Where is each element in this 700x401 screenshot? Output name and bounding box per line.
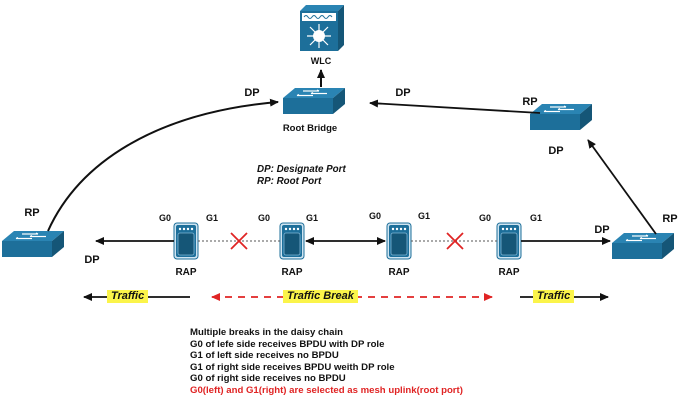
note-line: Multiple breaks in the daisy chain	[190, 327, 344, 338]
rap-1: G0 G1 RAP	[159, 213, 218, 278]
traffic-break-label: Traffic Break	[283, 290, 358, 303]
note-line: G0 of right side receives no BPDU	[190, 373, 346, 385]
note-line: G1 of left side receives no BPDU	[190, 350, 339, 362]
explanation-notes: Multiple breaks in the daisy chain G0 of…	[190, 327, 463, 397]
upper-right-switch-icon	[529, 103, 593, 131]
right-lower-to-upper-right-link	[587, 139, 657, 235]
rap-icon	[173, 222, 199, 260]
port-label-upper-right-dp: DP	[548, 145, 563, 157]
rap-label: RAP	[388, 267, 409, 278]
root-bridge-label: Root Bridge	[283, 123, 337, 134]
left-to-root-link	[47, 98, 279, 232]
rap-port-g0: G0	[479, 213, 491, 223]
note-highlight: G0(left) and G1(right) are selected as m…	[190, 384, 463, 396]
rap-port-g1: G1	[418, 211, 430, 221]
rap-icon	[279, 222, 305, 260]
legend-dp: DP: Designate Port	[257, 164, 346, 175]
rap-port-g1: G1	[306, 213, 318, 223]
rap-3: G0 G1 RAP	[369, 211, 430, 278]
port-label-right-lower-dp: DP	[594, 224, 609, 236]
rap-icon	[496, 222, 522, 260]
rap-label: RAP	[281, 267, 302, 278]
rap-label: RAP	[175, 267, 196, 278]
rap-4: G0 G1 RAP	[479, 213, 542, 278]
port-label-root-left-dp: DP	[244, 87, 259, 99]
wlc-label: WLC	[311, 56, 332, 66]
note-line: G1 of right side receives BPDU weith DP …	[190, 361, 395, 373]
rap-port-g0: G0	[258, 213, 270, 223]
rap-port-g1: G1	[530, 213, 542, 223]
port-label-left-dp: DP	[84, 254, 99, 266]
root-bridge-switch-icon	[282, 87, 346, 115]
port-label-root-right-dp: DP	[395, 87, 410, 99]
traffic-left-label: Traffic	[107, 290, 149, 303]
right-lower-switch-icon	[611, 232, 675, 260]
port-label-left-rp: RP	[24, 207, 39, 219]
rap-2: G0 G1 RAP	[258, 213, 318, 278]
rap-port-g0: G0	[159, 213, 171, 223]
port-role-legend: DP: Designate Port RP: Root Port	[257, 164, 346, 188]
rap-port-g1: G1	[206, 213, 218, 223]
rap-icon	[386, 222, 412, 260]
rap-label: RAP	[498, 267, 519, 278]
left-switch-icon	[1, 230, 65, 258]
port-label-right-lower-rp: RP	[662, 213, 677, 225]
port-label-upper-right-rp: RP	[522, 96, 537, 108]
rap-port-g0: G0	[369, 211, 381, 221]
wlc-icon	[300, 5, 344, 51]
break-x-icon	[446, 232, 464, 250]
break-x-icon	[230, 232, 248, 250]
legend-rp: RP: Root Port	[257, 176, 322, 187]
note-line: G0 of lefe side receives BPDU with DP ro…	[190, 338, 385, 350]
traffic-right-label: Traffic	[533, 290, 575, 303]
upper-right-to-root-link	[369, 99, 541, 114]
